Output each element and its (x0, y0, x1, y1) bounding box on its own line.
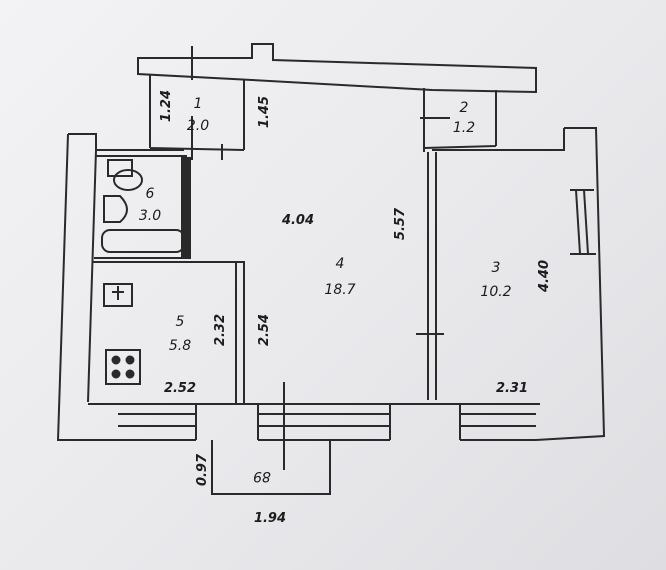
room-1-walls (149, 74, 245, 151)
room-labels: 1 2.0 2 1.2 3 10.2 4 18.7 5 5.8 6 3.0 89 (139, 96, 512, 484)
plan-drawing (56, 43, 606, 495)
dim-2: 1.45 (257, 96, 272, 128)
dim-11: 1.94 (254, 511, 286, 526)
dim-4: 5.57 (393, 207, 408, 240)
room-6-area: 3.0 (139, 208, 161, 224)
room-4-area: 18.7 (324, 282, 355, 298)
kitchen-sink (103, 283, 133, 307)
room-5-walls (92, 261, 245, 404)
room-3-area: 10.2 (480, 284, 511, 300)
stove-burner (125, 355, 135, 365)
dim-1: 1.24 (159, 90, 174, 122)
kitchen-sink-tap (112, 286, 124, 300)
dim-8: 2.52 (164, 381, 196, 396)
room-2-walls (423, 88, 497, 152)
dimension-labels: 1.24 1.45 4.04 5.57 4.40 2.32 2.54 2.52 … (159, 90, 552, 526)
room-6-number: 6 (146, 186, 155, 202)
dim-9: 2.31 (496, 381, 528, 396)
balcony-walls (211, 440, 331, 495)
bathtub (101, 229, 185, 253)
room-1-area: 2.0 (187, 118, 209, 134)
dim-5: 4.40 (537, 260, 552, 293)
right-window (575, 189, 589, 255)
room-5-number: 5 (176, 314, 185, 330)
right-outer-wall (432, 127, 606, 441)
sink (103, 195, 128, 223)
room-2-area: 1.2 (453, 120, 475, 136)
balcony-area: 89 (253, 468, 271, 484)
left-outer-wall (56, 133, 184, 441)
top-wall (137, 43, 537, 94)
room-2-number: 2 (460, 100, 469, 116)
room-4-number: 4 (336, 256, 345, 272)
bottom-piers (195, 404, 461, 440)
bottom-wall (88, 403, 540, 441)
dim-10: 0.97 (195, 453, 210, 486)
toilet-bowl (113, 169, 143, 191)
stove-burner (111, 355, 121, 365)
stove-burner (125, 369, 135, 379)
bottom-windows (118, 413, 536, 427)
bathroom-partition (181, 157, 191, 259)
dim-6: 2.32 (213, 314, 228, 346)
room-5-area: 5.8 (169, 338, 191, 354)
room-3-number: 3 (492, 260, 501, 276)
dim-3: 4.04 (281, 213, 314, 228)
stove (105, 349, 141, 385)
stove-burner (111, 369, 121, 379)
toilet-tank (107, 159, 133, 177)
room-1-number: 1 (194, 96, 203, 112)
room-3-partition (427, 152, 437, 400)
dim-7: 2.54 (257, 314, 272, 346)
